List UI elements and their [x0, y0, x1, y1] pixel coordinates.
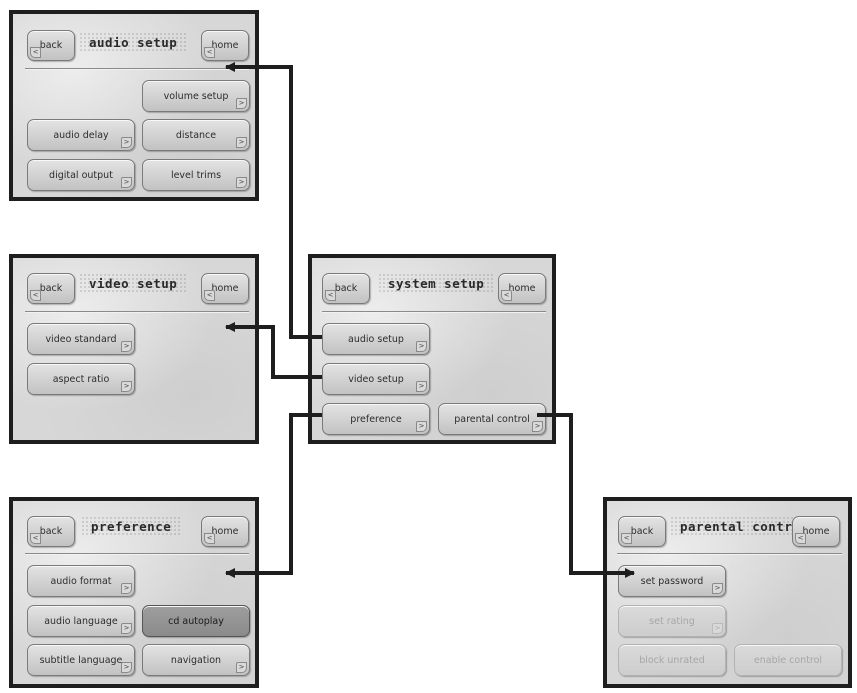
audio-language-button[interactable]: audio language > [27, 605, 135, 637]
chevron-right-icon: > [236, 177, 247, 188]
chevron-right-icon: > [236, 98, 247, 109]
home-button[interactable]: home < [201, 30, 249, 61]
chevron-right-icon: > [121, 177, 132, 188]
chevron-right-icon: > [236, 662, 247, 673]
set-password-button[interactable]: set password > [618, 565, 726, 597]
chevron-right-icon: > [121, 341, 132, 352]
panel-title: preference [81, 516, 182, 537]
preference-panel: back < preference home < audio format > … [9, 497, 259, 688]
divider [25, 553, 249, 555]
enable-control-button[interactable]: enable control [734, 644, 842, 676]
arrow-to-video-setup [225, 322, 322, 379]
back-button[interactable]: back < [27, 273, 75, 304]
chevron-left-icon: < [325, 290, 336, 301]
divider [617, 553, 842, 555]
panel-title: audio setup [79, 32, 188, 53]
volume-setup-button[interactable]: volume setup > [142, 80, 250, 112]
chevron-right-icon: > [121, 623, 132, 634]
chevron-right-icon: > [416, 341, 427, 352]
divider [322, 311, 546, 313]
chevron-right-icon: > [121, 662, 132, 673]
panel-title: system setup [378, 273, 495, 294]
chevron-right-icon: > [712, 583, 723, 594]
arrow-to-preference [225, 413, 322, 578]
chevron-left-icon: < [795, 533, 806, 544]
subtitle-language-button[interactable]: subtitle language > [27, 644, 135, 676]
chevron-left-icon: < [204, 533, 215, 544]
panel-title: parental control [670, 516, 819, 537]
chevron-left-icon: < [30, 47, 41, 58]
digital-output-button[interactable]: digital output > [27, 159, 135, 191]
preference-button[interactable]: preference > [322, 403, 430, 435]
divider [25, 311, 249, 313]
chevron-right-icon: > [416, 381, 427, 392]
audio-setup-panel: back < audio setup home < volume setup >… [9, 10, 259, 201]
navigation-button[interactable]: navigation > [142, 644, 250, 676]
system-setup-panel: back < system setup home < audio setup >… [308, 254, 556, 444]
chevron-right-icon: > [532, 421, 543, 432]
home-button[interactable]: home < [201, 516, 249, 547]
chevron-left-icon: < [621, 533, 632, 544]
aspect-ratio-button[interactable]: aspect ratio > [27, 363, 135, 395]
chevron-right-icon: > [712, 623, 723, 634]
back-button[interactable]: back < [27, 516, 75, 547]
block-unrated-button[interactable]: block unrated [618, 644, 726, 676]
panel-title: video setup [79, 273, 188, 294]
video-setup-button[interactable]: video setup > [322, 363, 430, 395]
divider [25, 68, 249, 70]
distance-button[interactable]: distance > [142, 119, 250, 151]
audio-format-button[interactable]: audio format > [27, 565, 135, 597]
parental-control-button[interactable]: parental control > [438, 403, 546, 435]
chevron-right-icon: > [121, 583, 132, 594]
chevron-left-icon: < [204, 47, 215, 58]
parental-control-panel: back < parental control home < set passw… [603, 497, 852, 688]
back-button[interactable]: back < [27, 30, 75, 61]
chevron-right-icon: > [121, 137, 132, 148]
video-standard-button[interactable]: video standard > [27, 323, 135, 355]
cd-autoplay-button[interactable]: cd autoplay [142, 605, 250, 637]
chevron-left-icon: < [204, 290, 215, 301]
back-button[interactable]: back < [618, 516, 666, 547]
home-button[interactable]: home < [792, 516, 840, 547]
chevron-left-icon: < [30, 533, 41, 544]
chevron-left-icon: < [30, 290, 41, 301]
chevron-right-icon: > [236, 137, 247, 148]
chevron-right-icon: > [416, 421, 427, 432]
video-setup-panel: back < video setup home < video standard… [9, 254, 259, 444]
audio-delay-button[interactable]: audio delay > [27, 119, 135, 151]
home-button[interactable]: home < [498, 273, 546, 304]
arrow-to-parental-control [537, 413, 635, 578]
level-trims-button[interactable]: level trims > [142, 159, 250, 191]
home-button[interactable]: home < [201, 273, 249, 304]
audio-setup-button[interactable]: audio setup > [322, 323, 430, 355]
back-button[interactable]: back < [322, 273, 370, 304]
chevron-right-icon: > [121, 381, 132, 392]
set-rating-button[interactable]: set rating > [618, 605, 726, 637]
arrow-to-audio-setup [225, 62, 322, 339]
chevron-left-icon: < [501, 290, 512, 301]
